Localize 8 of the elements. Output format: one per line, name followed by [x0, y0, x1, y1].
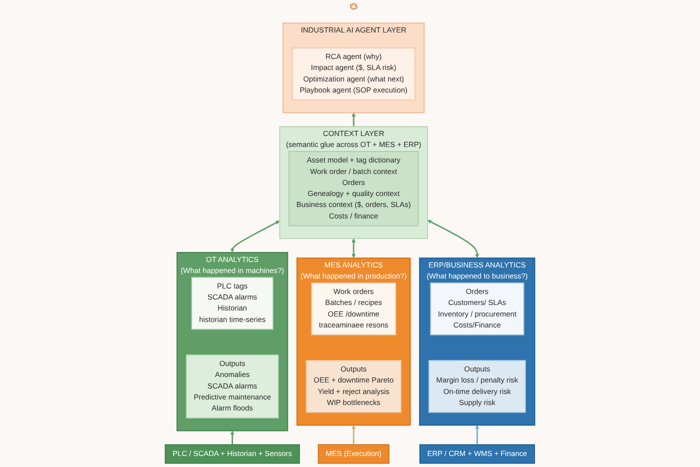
- arrow: [230, 220, 280, 252]
- arrow: [230, 430, 234, 445]
- node-cloud: [350, 3, 358, 10]
- arrow: [475, 425, 480, 445]
- arrow: [427, 220, 480, 258]
- arrow: [352, 238, 356, 258]
- arrow: [352, 425, 356, 445]
- arrow: [352, 112, 356, 127]
